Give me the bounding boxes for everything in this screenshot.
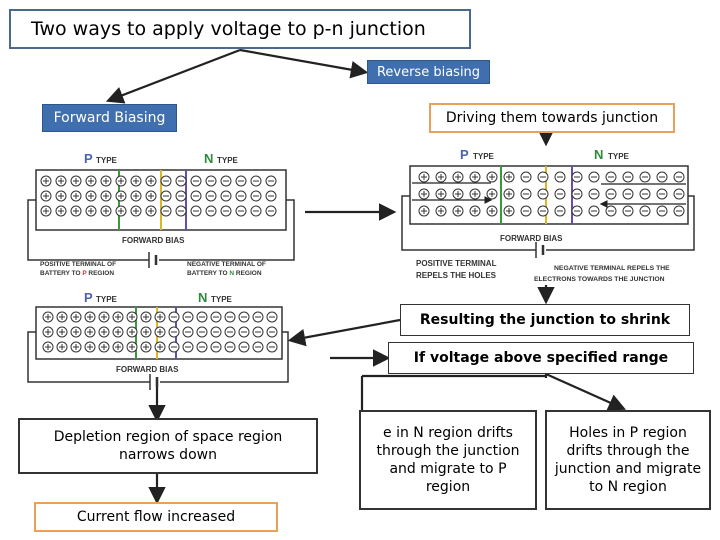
forward-bias-diagram-3: P TYPE N TYPE FORWARD BIAS	[27, 290, 289, 390]
voltage-above-box: If voltage above specified range	[388, 342, 694, 374]
shrink-label: Resulting the junction to shrink	[419, 311, 671, 328]
current-label: Current flow increased	[76, 509, 236, 525]
reverse-biasing-box: Reverse biasing	[367, 60, 490, 84]
arrow-shrink-to-panel3	[287, 318, 401, 347]
bias-label: FORWARD BIAS	[122, 236, 185, 245]
n-type-letter: N	[204, 151, 213, 166]
p-type-label: TYPE	[96, 295, 118, 304]
p-type-letter: P	[460, 147, 469, 162]
n-type-label: TYPE	[211, 295, 233, 304]
bias-label: FORWARD BIAS	[116, 365, 179, 374]
n-type-label: TYPE	[608, 152, 630, 161]
forward-bias-panel-2: P TYPE N TYPE FORWARD BIAS POSITIVE TERM…	[396, 144, 696, 286]
forward-biasing-label: Forward Biasing	[53, 110, 166, 126]
driving-label: Driving them towards junction	[445, 110, 659, 126]
forward-biasing-box: Forward Biasing	[42, 104, 177, 132]
title-text: Two ways to apply voltage to p-n junctio…	[31, 18, 426, 40]
p-type-letter: P	[84, 151, 93, 166]
positive-terminal-line2: REPELS THE HOLES	[416, 271, 497, 280]
arrow-voltage-to-holes	[545, 372, 627, 411]
positive-terminal-line1: POSITIVE TERMINAL	[416, 259, 497, 268]
p-type-label: TYPE	[96, 156, 118, 165]
forward-bias-diagram-2: P TYPE N TYPE FORWARD BIAS POSITIVE TERM…	[401, 147, 695, 283]
forward-bias-diagram-1: P TYPE N TYPE FORWARD BIAS POSITIVE TERM…	[27, 151, 295, 277]
positive-terminal-line2: BATTERY TO P REGION	[40, 270, 114, 277]
arrow-title-to-forward	[105, 48, 241, 104]
voltage-above-label: If voltage above specified range	[413, 349, 669, 366]
current-box: Current flow increased	[34, 502, 278, 532]
n-type-label: TYPE	[217, 156, 239, 165]
electrons-drift-label: e in N region drifts through the junctio…	[376, 424, 520, 496]
holes-drift-box: Holes in P region drifts through the jun…	[545, 410, 711, 510]
forward-bias-panel-1: P TYPE N TYPE FORWARD BIAS POSITIVE TERM…	[24, 148, 299, 278]
driving-box: Driving them towards junction	[429, 103, 675, 133]
holes-drift-label: Holes in P region drifts through the jun…	[554, 424, 702, 496]
page-title: Two ways to apply voltage to p-n junctio…	[9, 9, 471, 49]
negative-terminal-line1: NEGATIVE TERMINAL OF	[187, 261, 266, 268]
n-type-letter: N	[594, 147, 603, 162]
depletion-box: Depletion region of space region narrows…	[18, 418, 318, 474]
p-type-label: TYPE	[473, 152, 495, 161]
negative-terminal-line1: NEGATIVE TERMINAL REPELS THE	[554, 265, 670, 272]
shrink-box: Resulting the junction to shrink	[400, 304, 690, 336]
depletion-label: Depletion region of space region narrows…	[53, 428, 283, 463]
arrow-title-to-reverse	[239, 48, 369, 79]
electrons-drift-box: e in N region drifts through the junctio…	[359, 410, 537, 510]
positive-terminal-line1: POSITIVE TERMINAL OF	[40, 261, 116, 268]
n-type-letter: N	[198, 290, 207, 305]
forward-bias-panel-3: P TYPE N TYPE FORWARD BIAS	[24, 290, 290, 390]
bias-label: FORWARD BIAS	[500, 234, 563, 243]
reverse-biasing-label: Reverse biasing	[376, 64, 481, 80]
negative-terminal-line2: BATTERY TO N REGION	[187, 270, 262, 277]
negative-terminal-line2: ELECTRONS TOWARDS THE JUNCTION	[534, 276, 665, 283]
p-type-letter: P	[84, 290, 93, 305]
